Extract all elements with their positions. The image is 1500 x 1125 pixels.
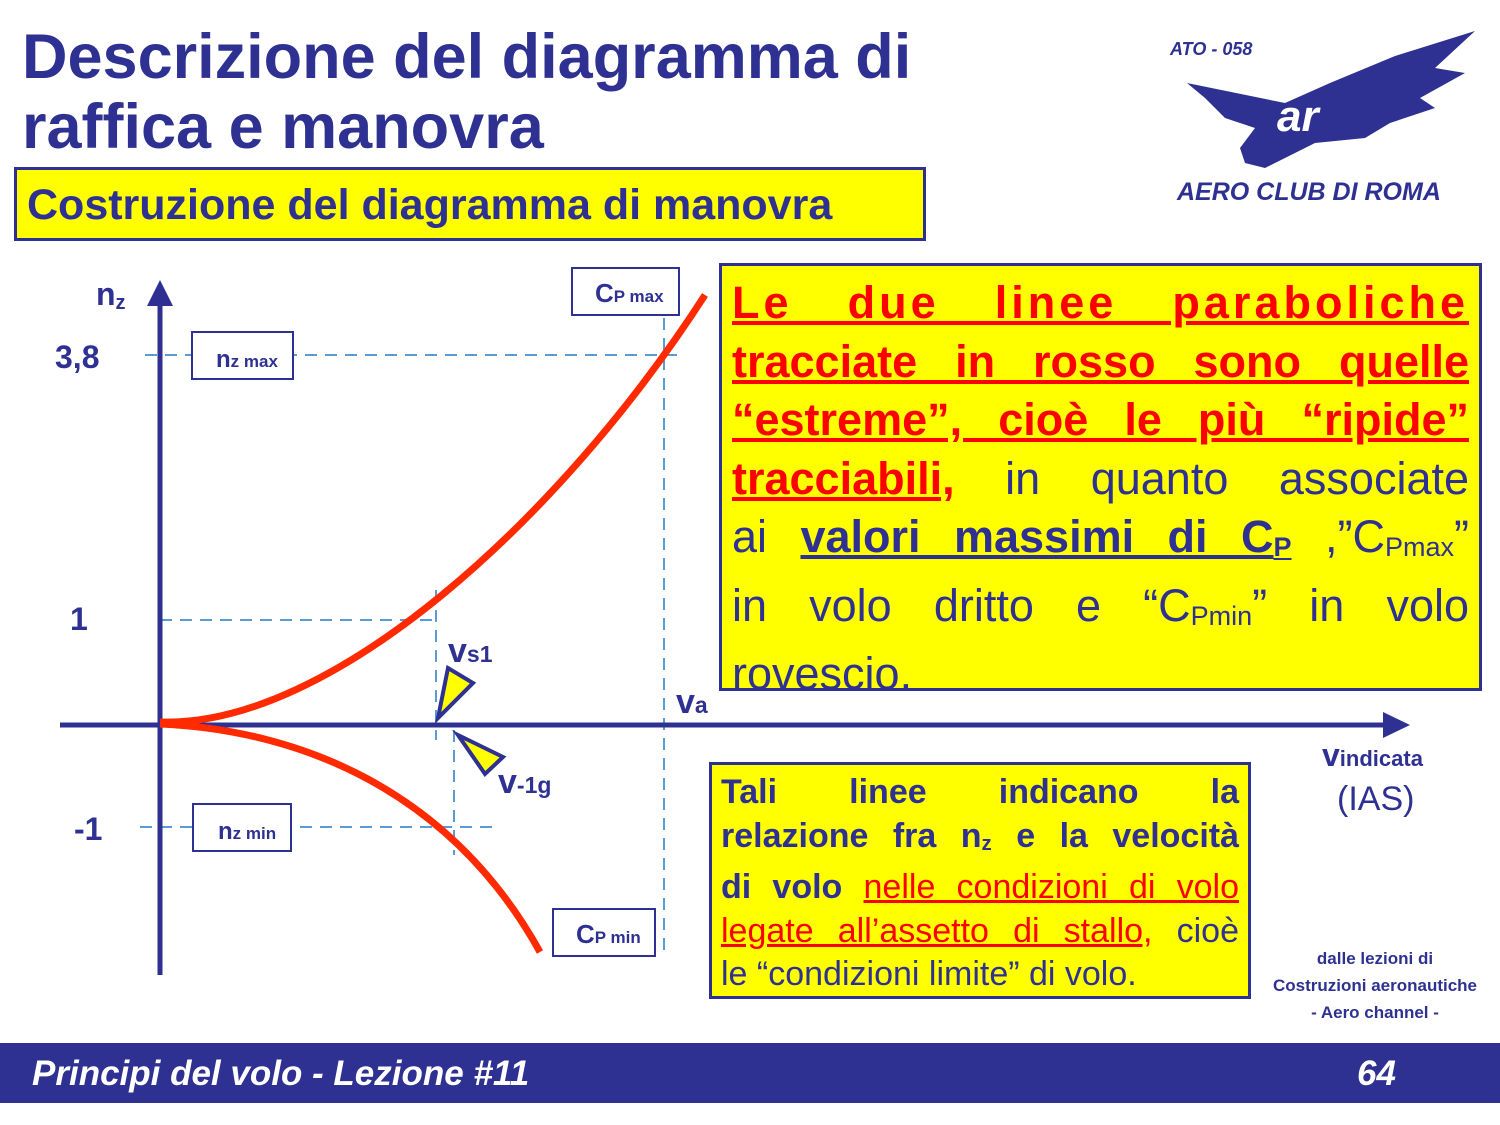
box2-line: le “condizioni limite” di volo.	[721, 955, 1137, 994]
lesson-title: Principi del volo - Lezione #11	[32, 1054, 530, 1093]
box2-line: legate all’assetto di stallo, cioè	[721, 911, 1239, 950]
svg-text:nz: nz	[96, 276, 126, 314]
box2-line: relazione fra nz e la velocità	[721, 816, 1240, 855]
guide-lines	[140, 318, 685, 955]
credit-line: Costruzioni aeronautiche	[1272, 976, 1478, 995]
slide-title: Descrizione del diagramma di raffica e m…	[22, 22, 911, 162]
explanation-box: Le due linee paraboliche tracciate in ro…	[719, 263, 1482, 699]
y-axis-label: n	[96, 276, 116, 312]
vs1-label: vs1	[448, 632, 493, 670]
title-line-2: raffica e manovra	[22, 92, 544, 162]
vs1-marker-icon	[434, 664, 477, 725]
svg-text:nz max: nz max	[216, 346, 278, 373]
nz-max-label: nz max	[191, 331, 294, 380]
logo-monogram: ar	[1277, 92, 1321, 141]
box1-line: tracciabili, in quanto associate	[732, 452, 1469, 504]
cp-max-label: CP max	[571, 267, 680, 316]
box1-line: in volo dritto e “CPmin” in volo	[732, 579, 1469, 631]
cp-min-curve	[159, 720, 544, 954]
box1-line: ai valori massimi di CP ,”CPmax”	[732, 511, 1469, 563]
svg-text:nz min: nz min	[218, 818, 276, 845]
box2-line: di volo nelle condizioni di volo	[721, 868, 1240, 907]
tick-1: 1	[70, 601, 88, 637]
y-axis-arrow-icon	[147, 280, 173, 306]
x-axis-arrow-icon	[1383, 712, 1410, 738]
tick-minus-1: -1	[74, 811, 102, 847]
logo-code: ATO - 058	[1169, 39, 1252, 59]
relation-box: Tali linee indicano la relazione fra nz …	[709, 762, 1251, 999]
x-axis-unit: (IAS)	[1337, 780, 1414, 818]
svg-text:CP max: CP max	[595, 278, 664, 308]
v-1g-label: v-1g	[498, 763, 551, 801]
credit-note: dalle lezioni di Costruzioni aeronautich…	[1262, 945, 1488, 1026]
va-label: va	[676, 683, 708, 721]
box1-line: tracciate in rosso sono quelle	[732, 335, 1469, 387]
logo-name: AERO CLUB DI ROMA	[1176, 178, 1441, 206]
y-axis-sub: z	[116, 292, 126, 314]
eagle-icon	[1187, 31, 1475, 168]
box1-line: “estreme”, cioè le più “ripide”	[732, 394, 1469, 445]
footer-bar: Principi del volo - Lezione #11 64	[0, 1043, 1500, 1103]
cp-min-label: CP min	[552, 908, 656, 957]
subtitle-box: Costruzione del diagramma di manovra	[14, 167, 926, 241]
v-1g-marker-icon	[451, 729, 507, 778]
title-line-1: Descrizione del diagramma di	[22, 22, 912, 92]
cp-max-curve	[159, 293, 708, 726]
box2-line: Tali linee indicano la	[721, 773, 1239, 811]
page-number: 64	[1357, 1054, 1396, 1093]
svg-text:CP min: CP min	[576, 919, 641, 949]
box1-line: Le due linee paraboliche	[732, 277, 1469, 328]
credit-line: dalle lezioni di	[1316, 949, 1434, 968]
tick-3-8: 3,8	[55, 339, 99, 375]
credit-line: - Aero channel -	[1311, 1003, 1439, 1022]
x-axis-label: vindicata	[1322, 737, 1424, 773]
nz-min-label: nz min	[192, 803, 292, 852]
aero-club-logo: ATO - 058 ar AERO CLUB DI ROMA	[1169, 31, 1475, 206]
manoeuvre-diagram: nz 3,8 1 -1 nz max nz min CP max CP min …	[55, 267, 1424, 975]
box1-line: rovescio.	[732, 648, 913, 700]
